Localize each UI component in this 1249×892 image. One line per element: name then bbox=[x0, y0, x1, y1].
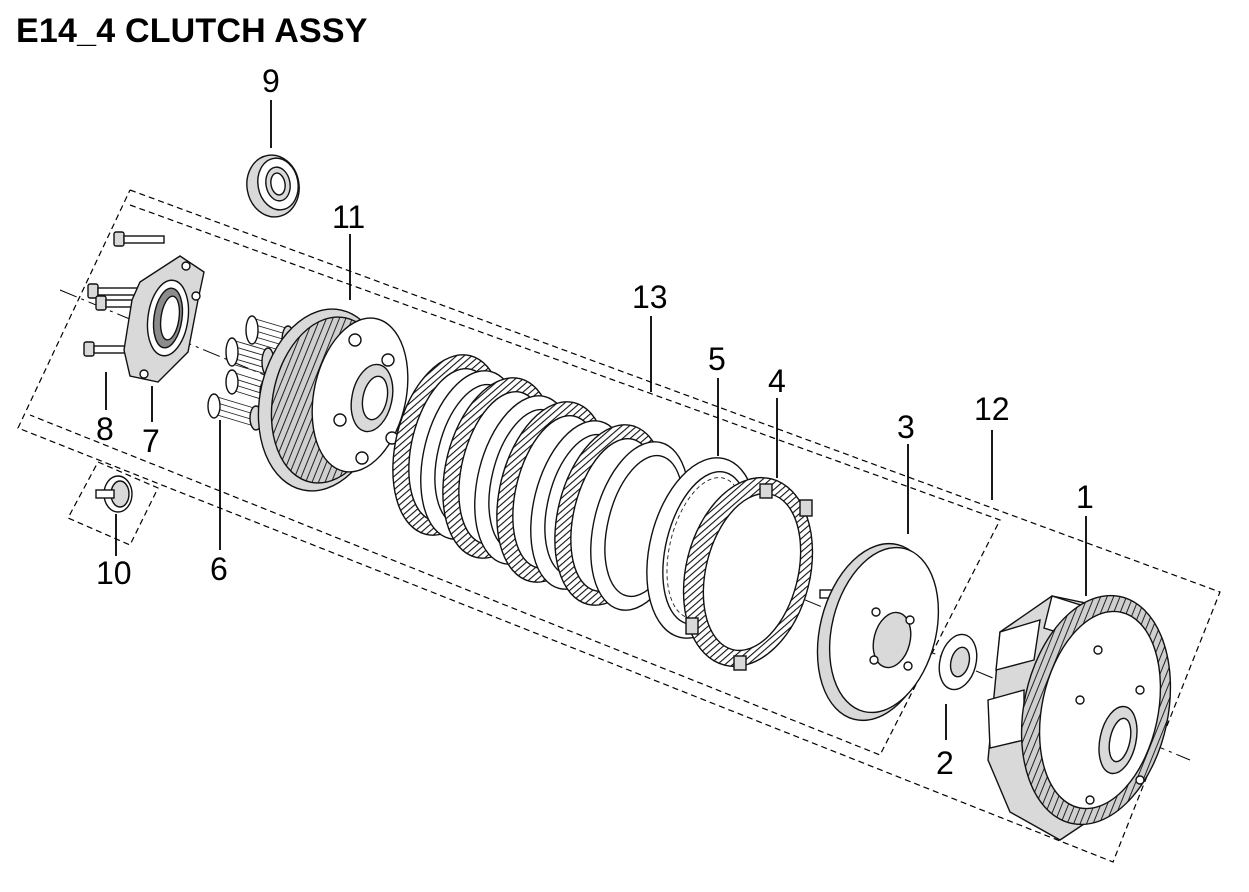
part-4-friction-disc bbox=[682, 476, 814, 671]
part-3-pressure-disc bbox=[816, 542, 940, 722]
part-8-bolts bbox=[83, 231, 165, 357]
callout-4: 4 bbox=[768, 363, 786, 399]
center-axis bbox=[59, 289, 1191, 761]
callout-1: 1 bbox=[1076, 479, 1094, 515]
boundary-part-10 bbox=[67, 461, 159, 546]
callout-5: 5 bbox=[708, 341, 726, 377]
part-7-pressure-plate bbox=[123, 255, 205, 383]
assembly-boundary-inner bbox=[29, 204, 1001, 756]
callout-6: 6 bbox=[210, 551, 228, 587]
callout-2: 2 bbox=[936, 745, 954, 781]
part-11-clutch-hub bbox=[257, 308, 409, 492]
part-1-clutch-housing bbox=[987, 594, 1172, 841]
diagram-title: E14_4 CLUTCH ASSY bbox=[16, 12, 368, 50]
callout-9: 9 bbox=[262, 63, 280, 99]
callout-8: 8 bbox=[96, 411, 114, 447]
callout-12: 12 bbox=[974, 391, 1010, 427]
part-13-plate-stack bbox=[392, 354, 690, 611]
callout-13: 13 bbox=[632, 279, 668, 315]
part-9-bearing bbox=[246, 154, 300, 218]
callout-7: 7 bbox=[142, 423, 160, 459]
part-2-washer bbox=[938, 633, 978, 691]
assembly-boundary-outer bbox=[17, 189, 1221, 863]
callout-11: 11 bbox=[332, 199, 365, 235]
leader-lines bbox=[105, 100, 1087, 740]
part-10-bolt bbox=[95, 475, 133, 513]
callout-3: 3 bbox=[897, 409, 915, 445]
callout-10: 10 bbox=[96, 555, 132, 591]
